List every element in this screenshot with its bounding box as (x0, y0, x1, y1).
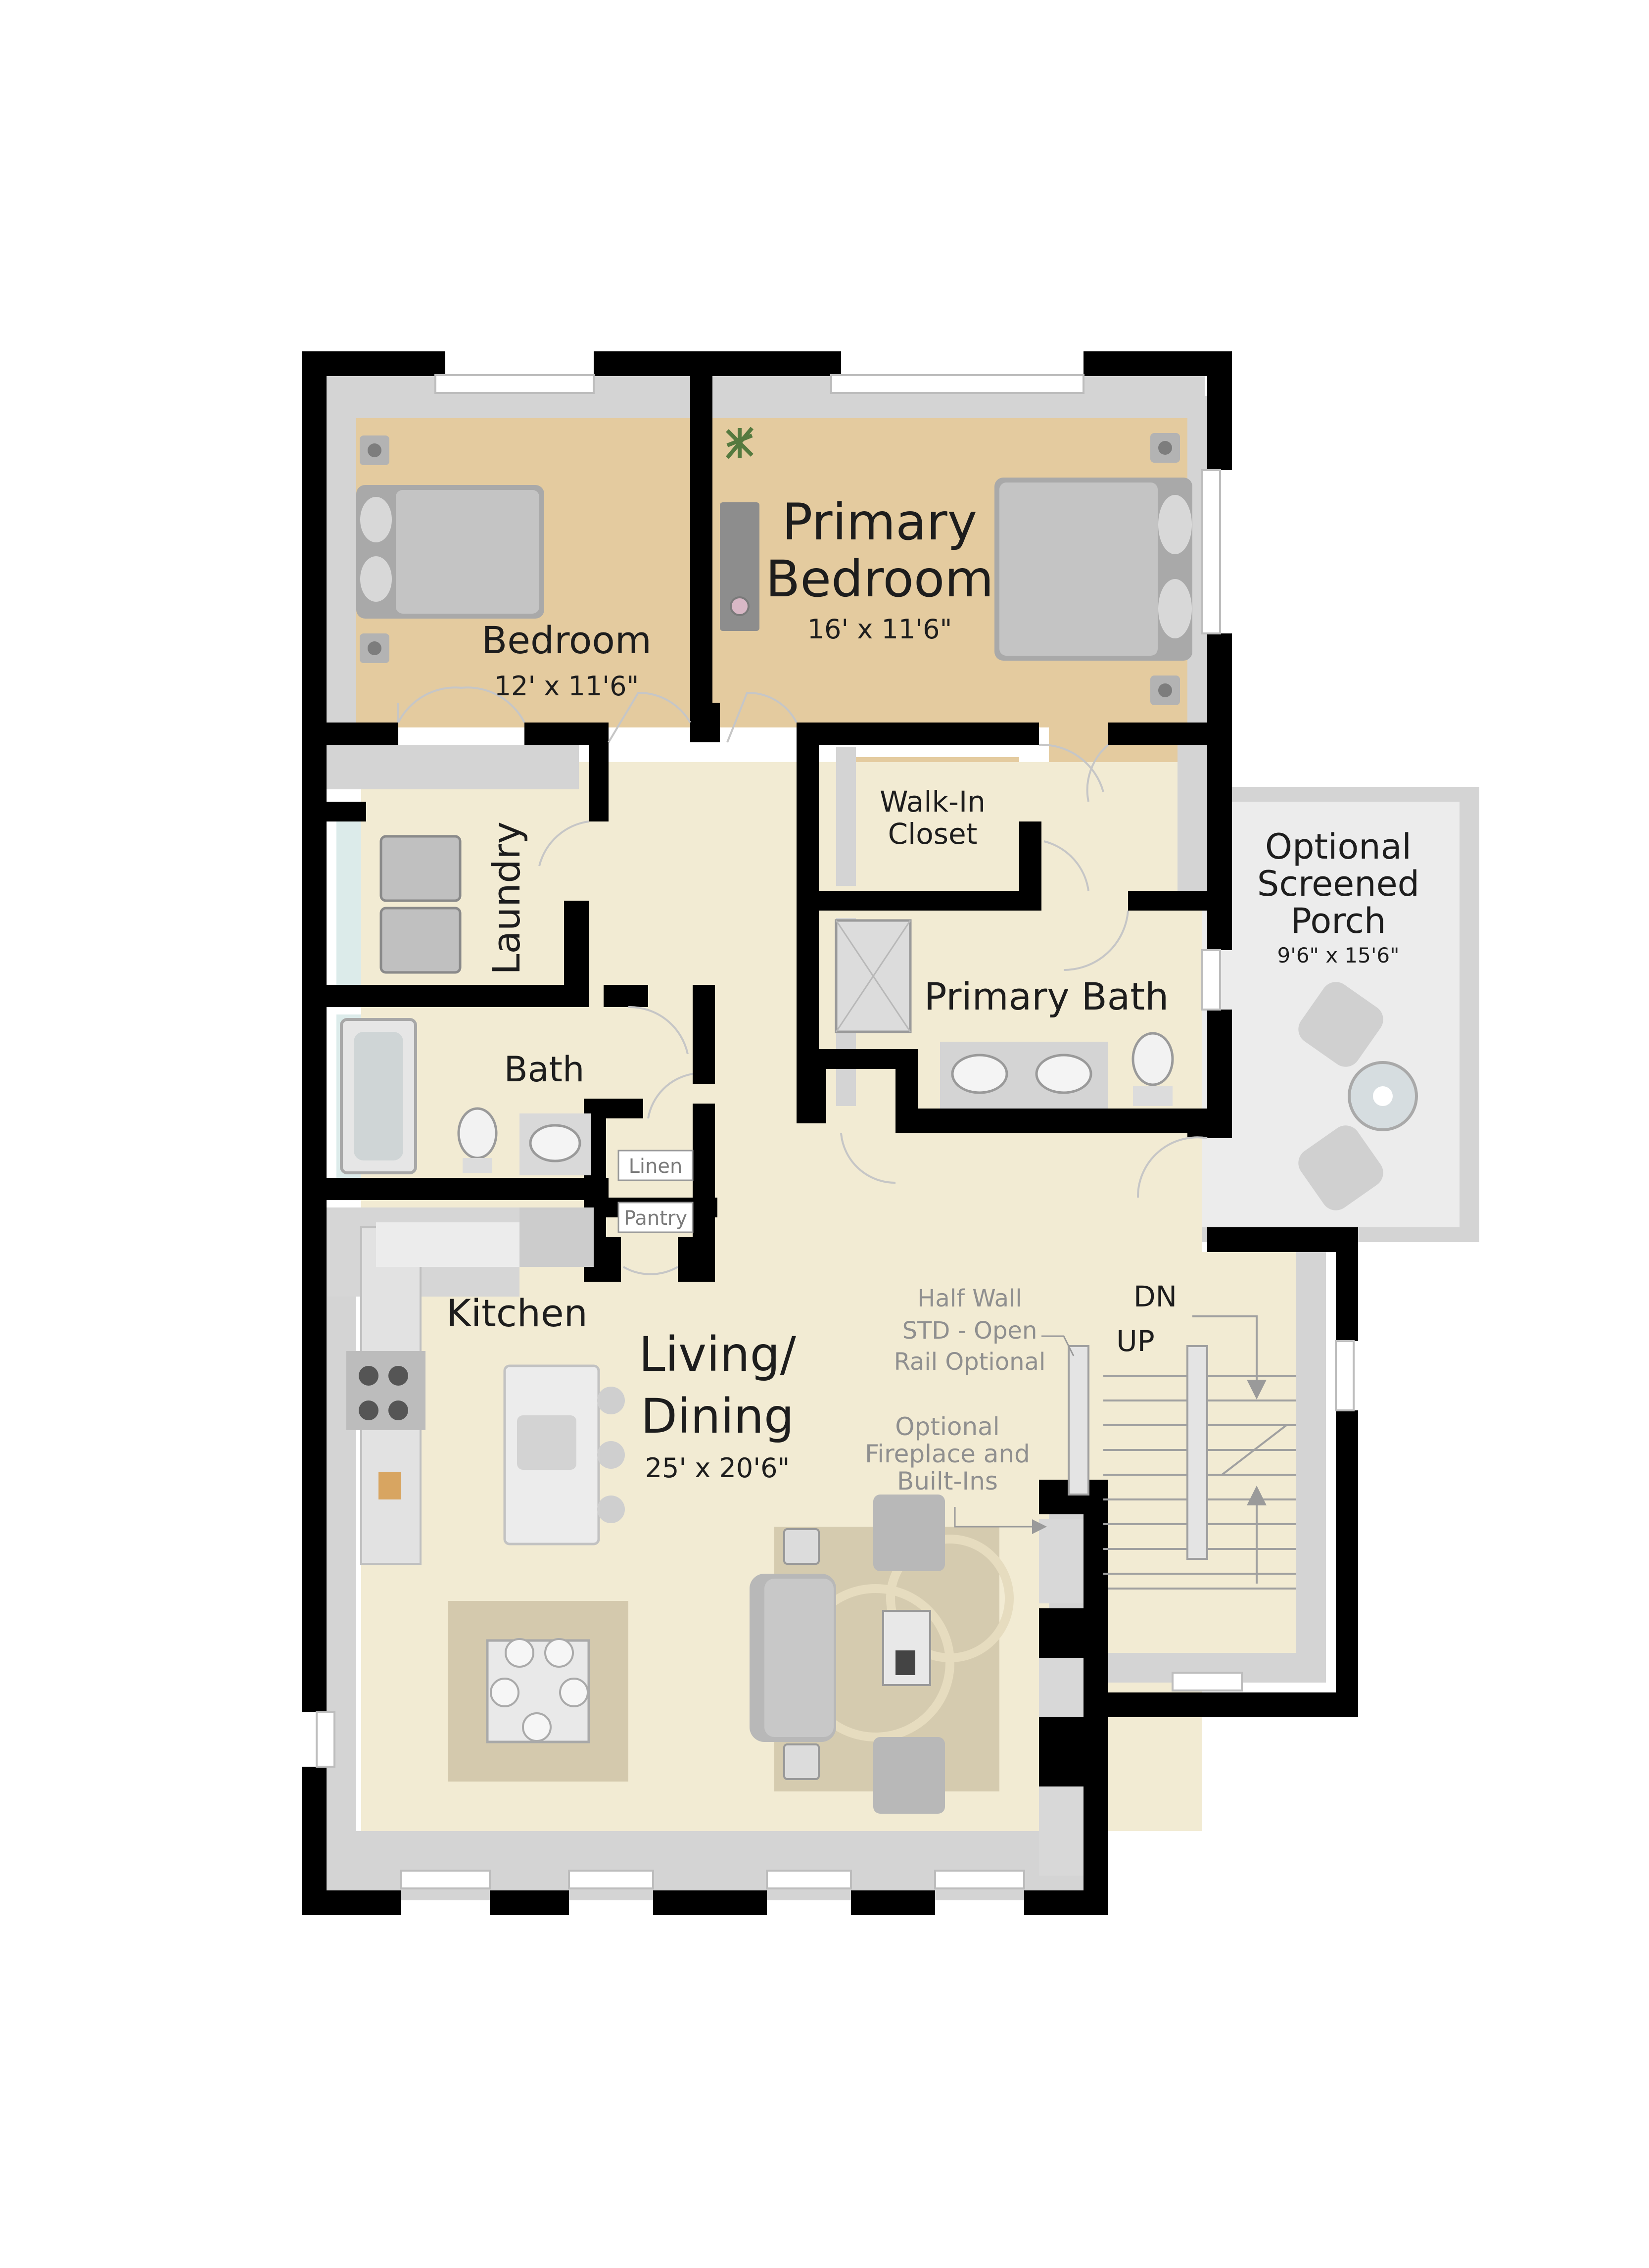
primary-bedroom-dims: 16' x 11'6" (807, 614, 952, 645)
dresser (720, 502, 759, 631)
stairs-up-label: UP (1116, 1324, 1154, 1358)
living-dining-label-line2: Dining (641, 1389, 794, 1444)
porch-label-line2: Screened (1257, 864, 1419, 904)
fireplace-leader (954, 1507, 1047, 1534)
porch-dims: 9'6" x 15'6" (1277, 943, 1400, 967)
living-dining-dims: 25' x 20'6" (645, 1452, 790, 1484)
porch-label-line3: Porch (1291, 901, 1386, 941)
pantry-tag (617, 1202, 694, 1233)
half-wall-right (1186, 1345, 1208, 1560)
dining-set (448, 1601, 628, 1782)
bedroom-dims: 12' x 11'6" (494, 671, 639, 702)
half-wall-note-line1: Half Wall (917, 1285, 1022, 1312)
porch-furniture (1298, 982, 1418, 1210)
stair-floor (1108, 1252, 1316, 1663)
doors (397, 686, 1208, 1275)
plant-icon (725, 427, 754, 459)
dryer (379, 835, 462, 902)
kitchen-label: Kitchen (446, 1291, 588, 1335)
linen-label: Linen (629, 1155, 683, 1178)
bed-primary (994, 433, 1192, 705)
walls (302, 351, 1358, 1915)
armchair-bottom (873, 1737, 945, 1814)
living-set (750, 1495, 1084, 1876)
washer (379, 907, 462, 974)
toilet-primary (1131, 1032, 1174, 1086)
armchair-top (873, 1495, 945, 1571)
fireplace-note-line3: Built-Ins (897, 1467, 998, 1496)
pantry-label: Pantry (624, 1207, 687, 1230)
fireplace-note-line1: Optional (895, 1412, 999, 1441)
fireplace (1039, 1519, 1084, 1603)
range (346, 1351, 425, 1430)
furniture (327, 427, 1418, 1876)
kitchen-counters (327, 1207, 594, 1565)
walk-in-closet-label-line2: Closet (888, 817, 978, 851)
primary-bedroom-label-line2: Bedroom (765, 550, 993, 609)
bath-label: Bath (504, 1049, 585, 1090)
half-wall-left (1068, 1345, 1089, 1496)
lamp (730, 596, 750, 616)
labels: Bedroom 12' x 11'6" Primary Bedroom 16' … (446, 493, 1419, 1496)
linen-tag (617, 1150, 694, 1181)
primary-bedroom-label-line1: Primary (782, 493, 977, 552)
half-wall-note-line3: Rail Optional (894, 1348, 1046, 1376)
porch-label-line1: Optional (1265, 826, 1412, 867)
stairs-down-label: DN (1133, 1280, 1177, 1313)
bed-secondary (356, 435, 544, 663)
half-wall-leader (1041, 1335, 1075, 1356)
bedroom-label: Bedroom (481, 618, 652, 662)
toilet-bath (457, 1107, 498, 1159)
windows (316, 374, 1355, 1889)
laundry-label: Laundry (484, 821, 528, 975)
primary-bath-label: Primary Bath (924, 974, 1169, 1018)
living-dining-label-line1: Living/ (639, 1327, 796, 1382)
walk-in-closet-label-line1: Walk-In (880, 785, 986, 819)
fireplace-note-line2: Fireplace and (865, 1440, 1030, 1468)
half-wall-note-line2: STD - Open (902, 1317, 1037, 1345)
kitchen-island (503, 1364, 625, 1545)
